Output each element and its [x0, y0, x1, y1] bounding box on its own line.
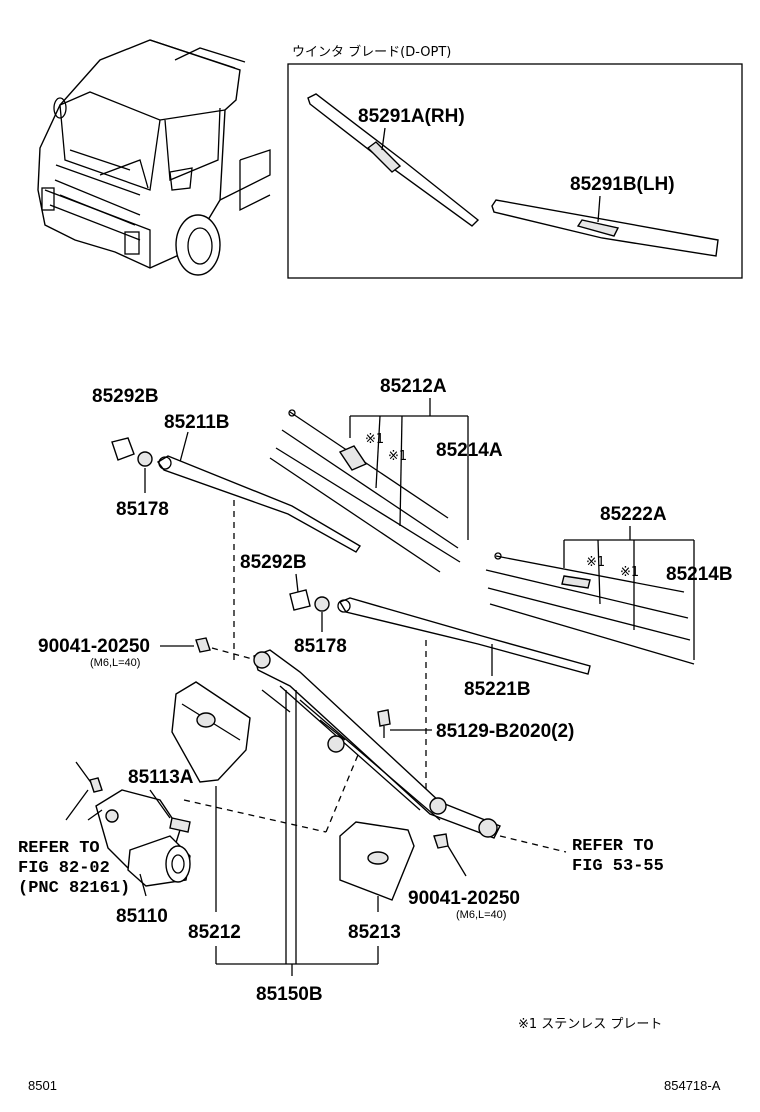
label-85113A: 85113A [128, 767, 194, 788]
mark-1b: ※1 [388, 449, 407, 464]
ref-right-line1: REFER TO [572, 837, 654, 856]
bolt-90041-right [433, 833, 449, 849]
truck-illustration [37, 39, 271, 276]
label-90041-left: 90041-20250 [38, 636, 150, 657]
mark-1a: ※1 [365, 432, 384, 447]
linkage-frame [253, 649, 501, 839]
label-90041-right: 90041-20250 [408, 888, 520, 909]
label-85212A: 85212A [380, 376, 447, 397]
label-85110: 85110 [116, 906, 168, 927]
footnote: ※1 ステンレス プレート [518, 1017, 662, 1032]
label-85291A-RH: 85291A(RH) [358, 106, 465, 127]
right-arm-group: 85292B 85178 85221B [240, 552, 591, 800]
cap-85292B-left [111, 437, 135, 461]
label-85211B: 85211B [164, 412, 230, 433]
label-90041-left-spec: (M6,L=40) [90, 657, 140, 669]
label-90041-right-spec: (M6,L=40) [456, 909, 506, 921]
label-85214B: 85214B [666, 564, 733, 585]
label-85178-mid: 85178 [294, 636, 347, 657]
blade-rh-graphic [307, 93, 480, 227]
ref-left-line2: FIG 82-02 [18, 859, 110, 878]
mark-1c: ※1 [586, 555, 605, 570]
label-85214A: 85214A [436, 440, 503, 461]
arm-85211B [156, 455, 361, 553]
label-85212: 85212 [188, 922, 241, 943]
label-85150B: 85150B [256, 984, 323, 1005]
label-85291B-LH: 85291B(LH) [570, 174, 675, 195]
ref-left-line3: (PNC 82161) [18, 879, 130, 898]
assembly-85150B: 85150B [215, 690, 379, 1005]
label-85222A: 85222A [600, 504, 667, 525]
cover-85213-group: 85213 [339, 821, 415, 943]
label-85213: 85213 [348, 922, 401, 943]
bolt-85129 [377, 709, 391, 727]
nut-85178-mid [314, 596, 330, 612]
label-85221B: 85221B [464, 679, 531, 700]
bolt-90041-left [195, 637, 211, 653]
motor-group: 85113A 85110 REFER TO FIG 82-02 (PNC 821… [18, 761, 194, 927]
footer-left-code: 8501 [28, 1078, 57, 1093]
label-85292B-left: 85292B [92, 386, 159, 407]
bracket-85212 [171, 681, 251, 783]
label-85178-left: 85178 [116, 499, 169, 520]
cap-85292B-mid [289, 589, 311, 611]
label-85129: 85129-B2020(2) [436, 721, 574, 742]
nut-85178-left [137, 451, 153, 467]
winter-blade-box: ウインタ ブレード(D-OPT) 85291A(RH) 85291B(LH) [287, 44, 743, 279]
mark-1d: ※1 [620, 565, 639, 580]
blade-85222A-group: 85222A 85214B ※1 ※1 [485, 504, 733, 665]
ref-right-line2: FIG 53-55 [572, 857, 664, 876]
label-85292B-mid: 85292B [240, 552, 307, 573]
footer-right-code: 854718-A [664, 1078, 721, 1093]
ref-left-line1: REFER TO [18, 839, 100, 858]
linkage-group: 90041-20250 (M6,L=40) 85129-B2020(2) 900… [38, 636, 664, 921]
arm-85221B [338, 597, 591, 675]
optional-box-title: ウインタ ブレード(D-OPT) [292, 44, 451, 60]
blade-lh-graphic [491, 195, 719, 257]
bracket-85212-group: 85212 [171, 681, 361, 943]
blade-85212A-group: 85212A 85214A ※1 ※1 [269, 376, 503, 573]
optional-box-frame [287, 63, 743, 279]
left-arm-group: 85292B 85211B 85178 [92, 386, 361, 660]
